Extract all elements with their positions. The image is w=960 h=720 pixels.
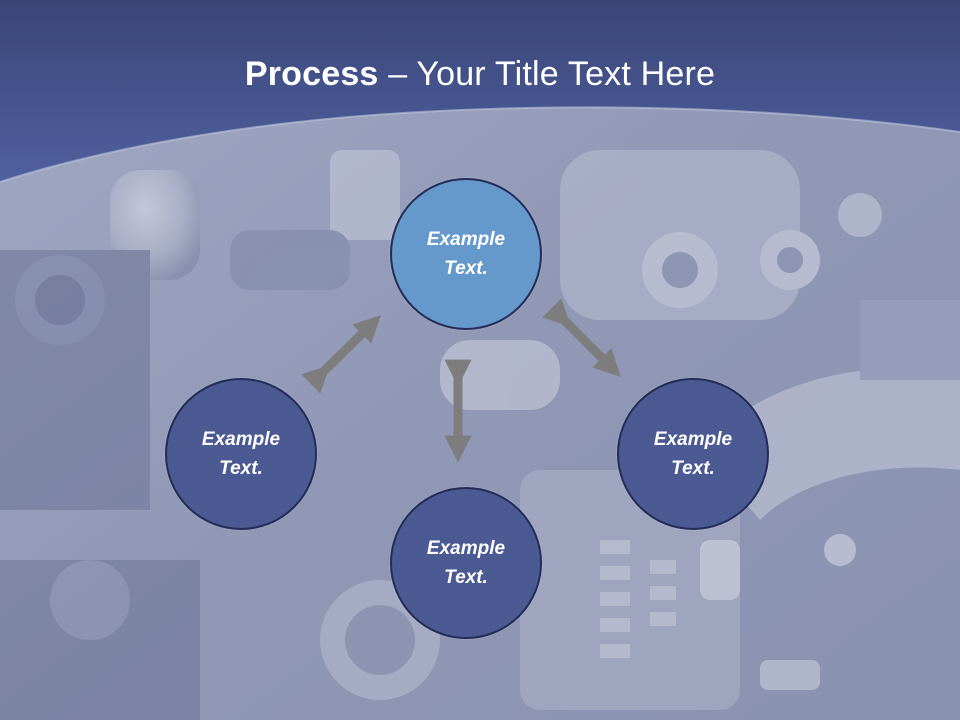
process-node-bottom: Example Text. <box>390 487 542 639</box>
title-rest: – Your Title Text Here <box>378 55 716 93</box>
process-node-top: Example Text. <box>390 178 542 330</box>
slide-title: Process – Your Title Text Here <box>0 52 960 96</box>
node-right-label: Example Text. <box>653 429 733 479</box>
node-top-label: Example Text. <box>426 229 506 279</box>
node-left-label: Example Text. <box>201 429 281 479</box>
process-node-right: Example Text. <box>617 378 769 530</box>
title-bold: Process <box>244 55 379 93</box>
node-bottom-label: Example Text. <box>426 538 506 588</box>
process-node-left: Example Text. <box>165 378 317 530</box>
